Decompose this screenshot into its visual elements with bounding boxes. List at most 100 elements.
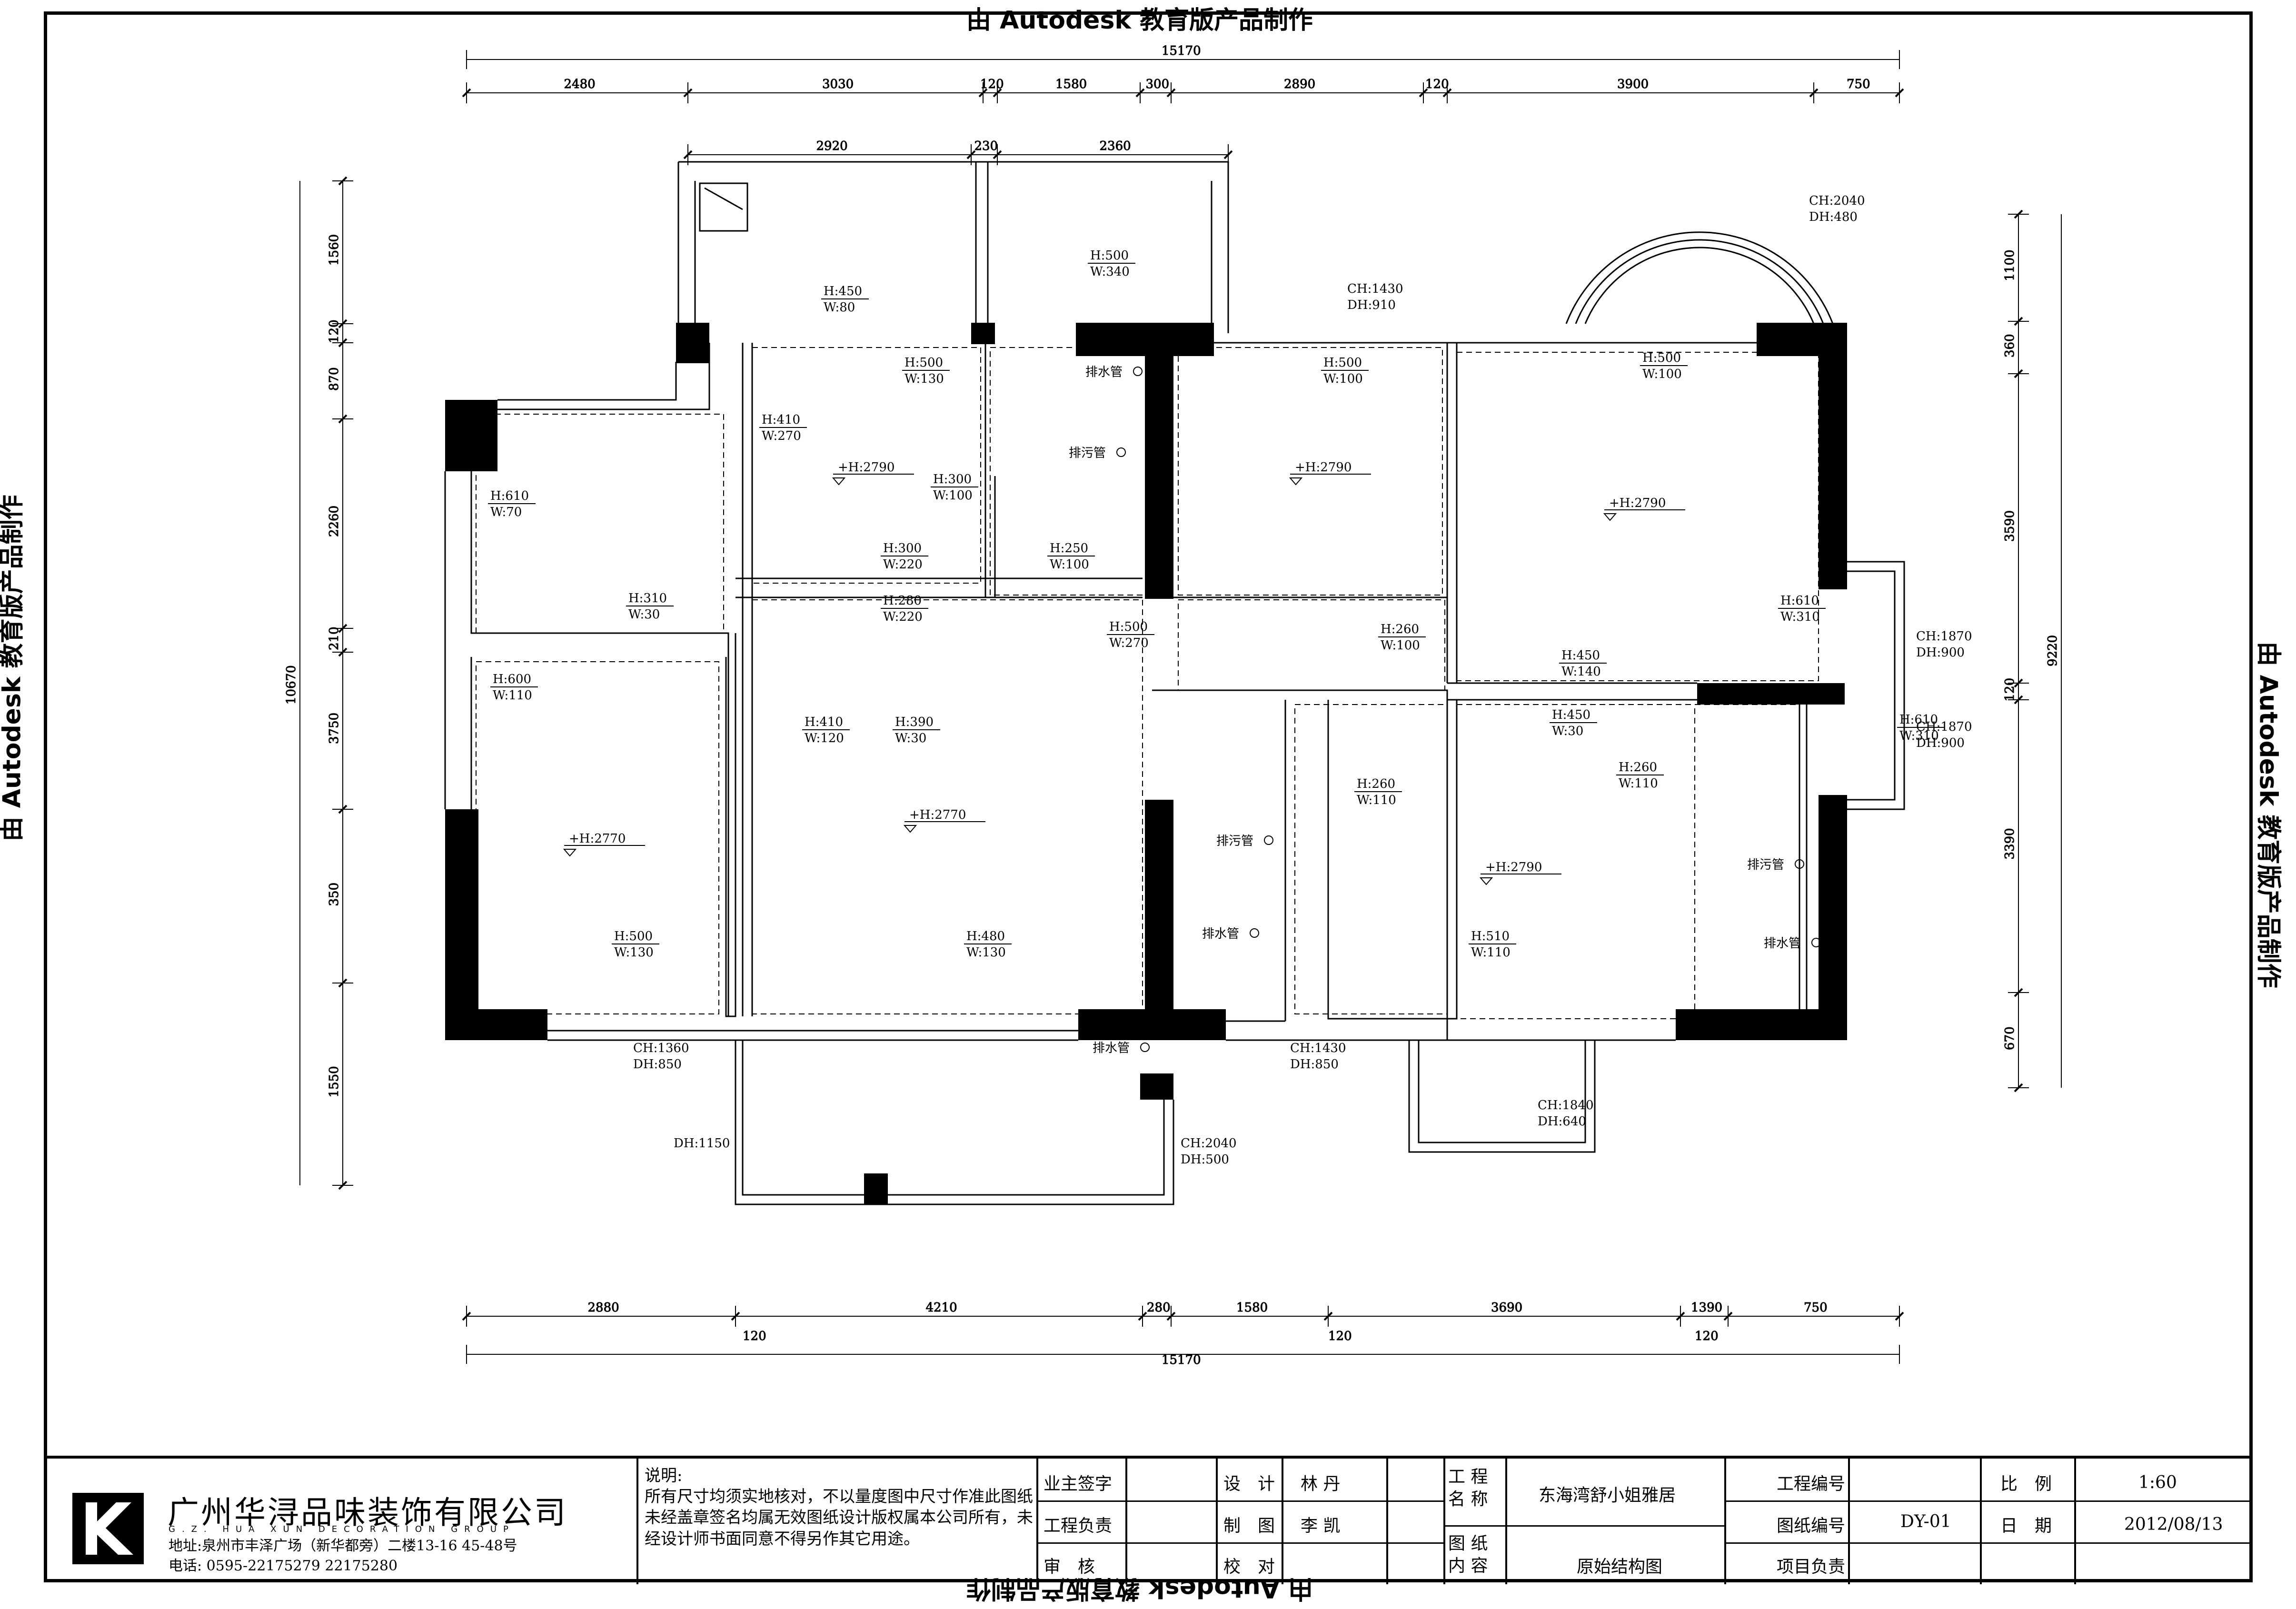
beam-width-label: W:30 [1552, 724, 1583, 738]
title-block: 广州华浔品味装饰有限公司 G.Z. HUA XUN DECORATION GRO… [44, 1456, 2253, 1584]
dim-tick-slash [2014, 678, 2023, 688]
structural-column [445, 809, 478, 1038]
beam-width-label: W:340 [1090, 265, 1130, 279]
project-name-label: 工 程 名 称 [1448, 1467, 1488, 1509]
wall-outline [1447, 342, 1757, 684]
dim-tick-slash [1895, 1311, 1904, 1321]
wall-outline [1847, 561, 1905, 810]
beam-width-label: W:100 [1323, 372, 1363, 386]
beam-height-label: H:450 [824, 284, 862, 298]
opening-ch-label: CH:1870 [1916, 629, 1972, 644]
dimension-label: 1390 [1691, 1301, 1722, 1315]
dimension-label: 1580 [1236, 1301, 1268, 1315]
opening-dh-label: DH:900 [1916, 646, 1965, 660]
dimension-label: 230 [974, 139, 998, 153]
opening-ch-label: CH:1870 [1916, 720, 1972, 734]
structural-column [1145, 800, 1173, 1014]
pipe-label: 排污管 [1216, 834, 1253, 848]
pipe-icon [1811, 938, 1821, 947]
dim-tick-slash [338, 414, 348, 424]
pipe-label: 排水管 [1093, 1041, 1130, 1055]
dim-tick-slash [1895, 88, 1904, 98]
beam-height-label: H:500 [1109, 620, 1148, 634]
wall-outline [1173, 1020, 1676, 1041]
dim-right-total-label: 9220 [2046, 635, 2060, 666]
beam-width-label: W:220 [883, 557, 923, 572]
company-name-en: G.Z. HUA XUN DECORATION GROUP [169, 1524, 515, 1534]
beam-height-label: H:260 [1381, 622, 1419, 636]
dim-tick-slash [683, 88, 693, 98]
dimension-label: 300 [1146, 77, 1170, 91]
beam-outline [1294, 704, 1448, 1014]
dim-tick-slash [1809, 88, 1819, 98]
beam-height-label: H:300 [933, 472, 972, 487]
beam-outline [1178, 347, 1443, 596]
structural-column [1145, 323, 1173, 599]
beam-width-label: W:70 [490, 505, 522, 519]
divider [1443, 1459, 1445, 1584]
beam-width-label: W:110 [1357, 793, 1396, 807]
floor-level-label: +H:2770 [909, 808, 966, 822]
level-marker-icon [1289, 477, 1303, 486]
dim-tick-slash [338, 319, 348, 328]
project-lead-label: 工程负责 [1044, 1516, 1113, 1536]
floor-level-label: +H:2790 [1609, 496, 1666, 510]
structural-column [1140, 1073, 1173, 1100]
dim-tick-slash [1323, 1311, 1333, 1321]
bay-window-arc [1575, 239, 1824, 324]
divider [1443, 1525, 1724, 1527]
pipe-icon [1133, 367, 1143, 376]
wall-outline [547, 1030, 1078, 1041]
dimension-label: 350 [327, 883, 341, 906]
wall-outline [678, 161, 1229, 333]
level-marker-icon [903, 825, 917, 833]
notes: 说明: 所有尺寸均须实地核对，不以量度图中尺寸作准此图纸未经盖章签名均属无效图纸… [645, 1465, 1035, 1549]
beam-height-label: H:600 [493, 672, 531, 686]
project-name: 东海湾舒小姐雅居 [1539, 1486, 1676, 1505]
dimension-label: 360 [2003, 334, 2017, 358]
dimension-label: 3390 [2003, 828, 2017, 859]
dim-tick-slash [1419, 88, 1428, 98]
opening-ch-label: DH:1150 [674, 1136, 730, 1151]
company-logo-icon [72, 1493, 144, 1564]
owner-sign-label: 业主签字 [1044, 1474, 1113, 1494]
beam-height-label: H:250 [1050, 541, 1088, 556]
dimension-label: 2480 [564, 77, 596, 91]
opening-dh-label: DH:640 [1538, 1114, 1586, 1129]
dim-tick-slash [1223, 150, 1233, 159]
beam-height-label: H:610 [490, 489, 529, 503]
beam-width-label: W:100 [1050, 557, 1089, 572]
bay-window-arc [1584, 247, 1815, 324]
dimension-label: 3590 [2003, 510, 2017, 542]
divider [1505, 1459, 1507, 1584]
beam-height-label: H:480 [966, 929, 1005, 944]
draw-label: 制 图 [1223, 1516, 1275, 1536]
design-label: 设 计 [1223, 1474, 1275, 1494]
dimension-label: 870 [327, 367, 341, 391]
wall-outline [497, 343, 710, 410]
dim-tick-slash [338, 176, 348, 186]
wall-outline [1847, 570, 1896, 801]
opening-ch-label: CH:1430 [1347, 282, 1403, 296]
notes-title: 说明: [645, 1466, 683, 1485]
beam-outline [476, 414, 724, 634]
wall-outline [742, 1040, 1165, 1196]
dim-top-outer-label: 15170 [1162, 44, 1201, 58]
beam-height-label: H:500 [1323, 356, 1362, 370]
beam-outline [1178, 599, 1445, 691]
bay-window-arc [1565, 231, 1834, 324]
dim-tick-slash [2014, 369, 2023, 378]
dim-bottom-outer-label: 15170 [1162, 1353, 1201, 1367]
dimension-label: 3030 [822, 77, 854, 91]
dim-tick-slash [2014, 317, 2023, 326]
wall-outline [735, 1040, 1174, 1205]
dim-tick-slash [1676, 1311, 1685, 1321]
dimension-label: 3900 [1617, 77, 1649, 91]
scale-value: 1:60 [2138, 1473, 2177, 1492]
beam-height-label: H:310 [628, 591, 667, 606]
divider [1980, 1542, 2250, 1544]
dimension-label: 1100 [2003, 249, 2017, 281]
dim-tick-slash [1135, 88, 1145, 98]
structural-column [1819, 795, 1847, 1038]
